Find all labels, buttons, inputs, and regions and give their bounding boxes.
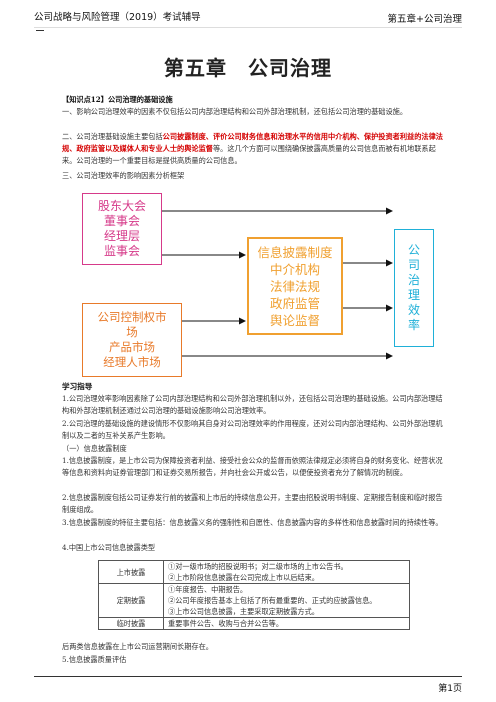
knowledge-point-heading: 【知识点12】公司治理的基础设施 [62, 95, 173, 104]
table-row-key: 定期披露 [98, 583, 164, 618]
study-line-4: 1.信息披露制度，是上市公司为保障投资者利益、接受社会公众的监督而依照法律规定必… [62, 456, 443, 477]
box3-line: 政府监管 [269, 295, 320, 311]
p2-lead: 二、公司治理基础设施主要包括 [62, 132, 163, 141]
box3-line: 中介机构 [269, 261, 320, 277]
study-line-5: 2.信息披露制度包括公司证券发行前的披露和上市后的持续信息公开，主要由招股说明书… [62, 493, 443, 514]
table-cell-line: ②上市阶段信息披露在公司完成上市以后结束。 [168, 573, 319, 582]
chapter-title: 第五章 公司治理 [164, 56, 332, 80]
box1-line: 监事会 [103, 244, 140, 258]
box4-char: 司 [407, 258, 420, 272]
table-row-key: 上市披露 [98, 560, 164, 584]
intro-heading: 【知识点12】公司治理的基础设施 [62, 94, 447, 106]
box3-line: 舆论监督 [269, 312, 320, 328]
box1-line: 董事会 [103, 214, 140, 228]
header-dash [36, 30, 44, 31]
internal-governance-box: 股东大会 董事会 经理层 监事会 [82, 193, 162, 265]
study-line-7: 4.中国上市公司信息披露类型 [62, 543, 156, 552]
study-line-3: （一）信息披露制度 [62, 444, 127, 453]
intro-paragraph-2: 二、公司治理基础设施主要包括公司披露制度、评价公司财务信息和治理水平的信用中介机… [62, 131, 447, 167]
table-row-value: ①年度报告、中期报告。 ②公司年度报告基本上包括了所有最重要的、正式的应披露信息… [163, 583, 410, 618]
intro-paragraph-1: 一、影响公司治理效率的因素不仅包括公司内部治理结构和公司外部治理机制，还包括公司… [62, 107, 408, 116]
box2-line: 场 [126, 325, 138, 339]
table-cell-line: 重要事件公告、收购与合并公告等。 [168, 619, 284, 628]
box3-line: 信息披露制度 [257, 244, 333, 260]
after-line-2: 5.信息披露质量评估 [62, 655, 127, 664]
intro-paragraph-3: 三、公司治理效率的影响因素分析框架 [62, 171, 185, 180]
page-header: 公司战略与风险管理（2019）考试辅导 第五章+公司治理 [0, 0, 496, 40]
box2-line: 公司控制权市 [97, 310, 167, 324]
table-cell-line: ②公司年度报告基本上包括了所有最重要的、正式的应披露信息。 [168, 596, 377, 605]
table-row-value: ①对一级市场的招股说明书；对二级市场的上市公告书。 ②上市阶段信息披露在公司完成… [163, 560, 410, 584]
table-cell-line: ①年度报告、中期报告。 [168, 585, 248, 594]
diagram-arrows [162, 207, 393, 360]
table-row: 定期披露 ①年度报告、中期报告。 ②公司年度报告基本上包括了所有最重要的、正式的… [98, 583, 410, 618]
box4-char: 公 [407, 243, 420, 257]
after-line-1: 后两类信息披露在上市公司运营期间长期存在。 [62, 642, 213, 651]
header-chapter: 第五章+公司治理 [387, 14, 462, 25]
box4-char: 治 [407, 273, 420, 287]
disclosure-types-table: 上市披露 ①对一级市场的招股说明书；对二级市场的上市公告书。 ②上市阶段信息披露… [98, 560, 410, 630]
box1-line: 股东大会 [97, 199, 146, 213]
p2-highlight: 公司披露制度、评价公司财务信息和治理水平的信用中介机构、保护投资者利益的法律法规… [62, 132, 443, 153]
box2-line: 产品市场 [109, 340, 155, 354]
infrastructure-box: 信息披露制度 中介机构 法律法规 政府监管 舆论监督 [247, 237, 343, 335]
external-governance-box: 公司控制权市 场 产品市场 经理人市场 [82, 303, 182, 377]
table-row: 上市披露 ①对一级市场的招股说明书；对二级市场的上市公告书。 ②上市阶段信息披露… [98, 560, 410, 584]
study-line-1: 1.公司治理效率影响因素除了公司内部治理结构和公司外部治理机制以外，还包括公司治… [62, 394, 443, 415]
p2-tail: 等。这几个方面可以围绕确保披露高质量的公司信息而被有机地联系起来。公司治理的一个… [62, 144, 436, 165]
box1-line: 经理层 [103, 229, 140, 243]
governance-efficiency-box: 公 司 治 理 效 率 [394, 229, 434, 347]
page-number: 第1页 [438, 684, 462, 694]
table-cell-line: ③上市公司信息披露，主要采取定期披露方式。 [168, 607, 319, 616]
box4-char: 率 [407, 318, 420, 332]
governance-framework-diagram: 股东大会 董事会 经理层 监事会 公司控制权市 场 产品市场 经理人市场 信息披… [82, 193, 442, 378]
footer-rule [34, 676, 462, 677]
box3-line: 法律法规 [269, 278, 320, 294]
table-row-value: 重要事件公告、收购与合并公告等。 [163, 617, 410, 630]
header-book-title: 公司战略与风险管理（2019）考试辅导 [34, 12, 201, 23]
study-line-2: 2.公司治理的基础设施的建设情形不仅影响其自身对公司治理效率的作用程度，还对公司… [62, 419, 443, 440]
table-row: 临时披露 重要事件公告、收购与合并公告等。 [98, 617, 410, 630]
box2-line: 经理人市场 [103, 355, 161, 369]
study-heading: 学习指导 [62, 382, 93, 391]
study-line-6: 3.信息披露制度的特征主要包括：信息披露义务的强制性和自愿性、信息披露内容的多样… [62, 518, 443, 527]
table-cell-line: ①对一级市场的招股说明书；对二级市场的上市公告书。 [168, 562, 348, 571]
header-rule [34, 27, 462, 28]
box4-char: 效 [407, 303, 420, 317]
box4-char: 理 [407, 288, 420, 302]
table-row-key: 临时披露 [98, 617, 164, 630]
